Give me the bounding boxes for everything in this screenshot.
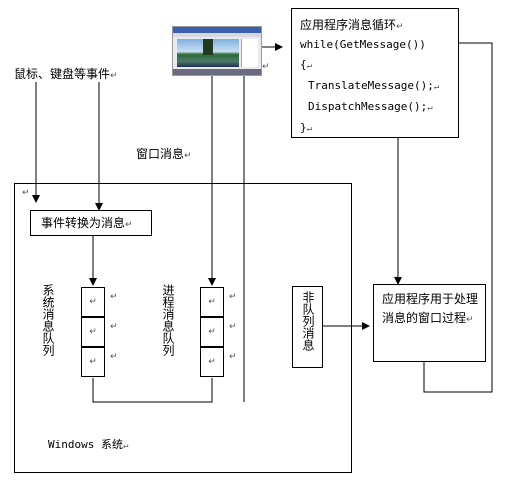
nonqueued-label: 非队列消息	[301, 291, 315, 351]
arrow-proc-back-to-loop	[423, 39, 493, 393]
queue-link	[92, 378, 213, 403]
window-screenshot-image	[172, 26, 262, 76]
code-line-close-brace: }	[300, 121, 307, 134]
code-line-dispatch: DispatchMessage();	[308, 100, 428, 113]
para-mark: ↵	[22, 188, 30, 198]
para-mark: ↵	[110, 352, 118, 362]
queue-slot: ↵	[81, 317, 105, 347]
windows-system-box	[14, 183, 352, 473]
nonqueued-messages-box: 非队列消息	[292, 286, 323, 368]
code-line-open-brace: {	[300, 58, 307, 71]
events-label: 鼠标、键盘等事件↵	[14, 67, 118, 81]
para-mark: ↵	[229, 292, 237, 302]
para-mark: ↵	[262, 62, 270, 72]
code-line-translate: TranslateMessage();	[308, 79, 434, 92]
message-loop-title: 应用程序消息循环	[300, 18, 397, 32]
queue-slot: ↵	[200, 317, 224, 347]
queue-slot: ↵	[200, 287, 224, 317]
para-mark: ↵	[110, 322, 118, 332]
windows-system-label: Windows 系统↵	[48, 438, 129, 451]
para-mark: ↵	[229, 322, 237, 332]
thread-queue-label: 进程消息队列	[161, 284, 175, 356]
queue-slot: ↵	[200, 347, 224, 377]
para-mark: ↵	[110, 292, 118, 302]
message-loop-box: 应用程序消息循环↵ while(GetMessage()) {↵ Transla…	[291, 8, 459, 138]
window-procedure-box: 应用程序用于处理消息的窗口过程↵	[373, 284, 486, 362]
code-line-while: while(GetMessage())	[300, 38, 426, 51]
para-mark: ↵	[229, 352, 237, 362]
event-convert-box: 事件转换为消息↵	[30, 210, 152, 236]
queue-slot: ↵	[81, 287, 105, 317]
window-message-label: 窗口消息↵	[136, 147, 192, 161]
system-queue-label: 系统消息队列	[41, 284, 55, 356]
queue-slot: ↵	[81, 347, 105, 377]
